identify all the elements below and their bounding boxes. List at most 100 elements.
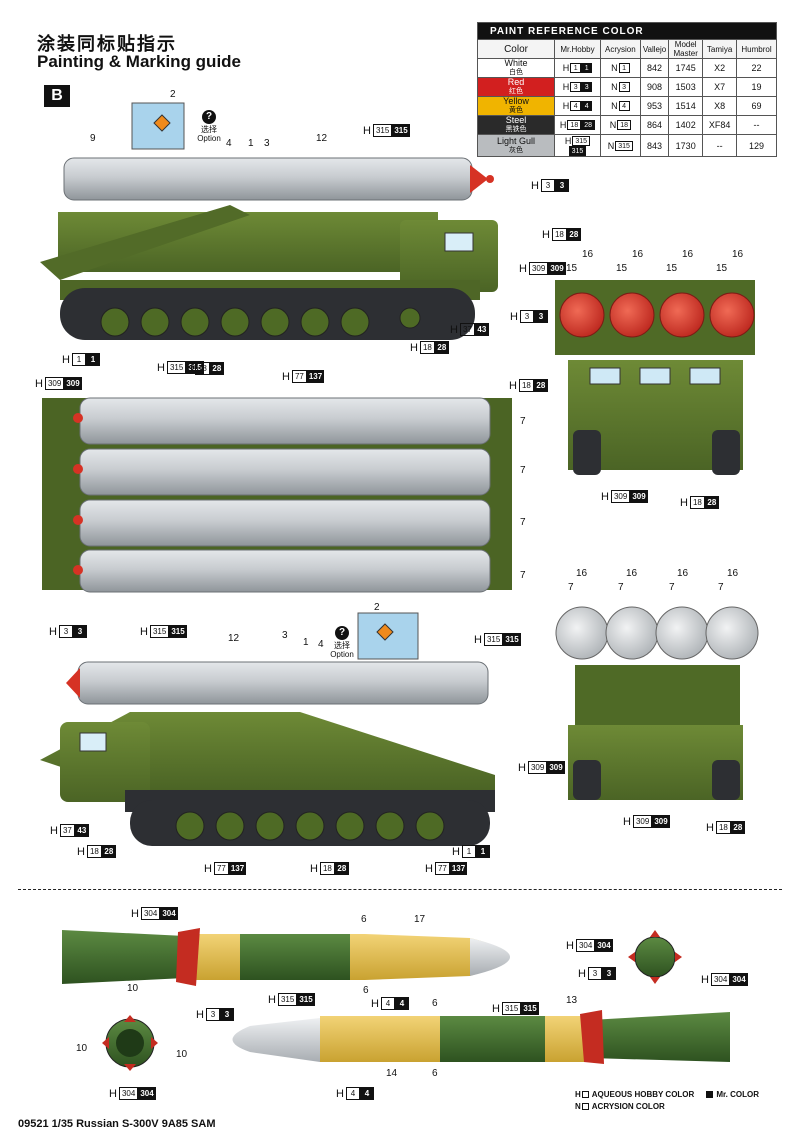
callout-code-dark: 309 xyxy=(547,761,565,774)
humbrol-code: 129 xyxy=(736,133,777,158)
callout-letter: H xyxy=(363,124,371,137)
callout-code-dark: 3 xyxy=(601,967,616,980)
callout-code: 304 xyxy=(575,939,596,952)
callout-code: 315 xyxy=(372,124,393,137)
part-number-label: 14 xyxy=(386,1068,398,1079)
callout-letter: H xyxy=(131,907,139,920)
callout-code-dark: 3 xyxy=(219,1008,234,1021)
legend-acrysion-square-icon xyxy=(581,1103,589,1110)
callout-code-dark: 137 xyxy=(228,862,247,875)
callout-code-dark: 309 xyxy=(64,377,82,390)
callout-code: 37 xyxy=(59,824,75,837)
callout-code-dark: 3 xyxy=(554,179,569,192)
callout-code: 315 xyxy=(501,1002,522,1015)
callout-code: 18 xyxy=(86,845,102,858)
part-number-label: 7 xyxy=(718,582,724,593)
callout-letter: H xyxy=(531,179,539,192)
callout-letter: H xyxy=(566,939,574,952)
callout-code-dark: 28 xyxy=(730,821,745,834)
part-number-label: 16 xyxy=(727,568,739,579)
callout-letter: H xyxy=(680,496,688,509)
callout-code: 3 xyxy=(587,967,602,980)
callout-letter: H xyxy=(706,821,714,834)
callout-code: 3 xyxy=(519,310,534,323)
tamiya-code: -- xyxy=(702,133,738,158)
callout-code-dark: 43 xyxy=(474,323,489,336)
part-number-label: 16 xyxy=(682,249,694,260)
vallejo-code: 953 xyxy=(639,96,670,116)
callout-letter: H xyxy=(196,1008,204,1021)
part-number-label: 17 xyxy=(414,914,426,925)
callout-letter: H xyxy=(452,845,460,858)
callout-letter: H xyxy=(578,967,586,980)
callout-code: 37 xyxy=(459,323,475,336)
part-number-label: 10 xyxy=(127,983,139,994)
missile-tube xyxy=(63,157,473,201)
missile-upper xyxy=(62,928,682,986)
part-number-label: 12 xyxy=(316,133,328,144)
callout-letter: H xyxy=(282,370,290,383)
legend-hobby-square-icon xyxy=(581,1091,589,1098)
part-number-label: 2 xyxy=(374,602,380,613)
callout-letter: H xyxy=(474,633,482,646)
callout-code-dark: 1 xyxy=(85,353,100,366)
erector-arm xyxy=(40,205,250,280)
callout-code: 77 xyxy=(434,862,450,875)
hazard-decal-icon xyxy=(153,114,171,132)
callout-code-dark: 28 xyxy=(334,862,349,875)
option-icon: ? xyxy=(202,110,216,124)
callout-code: 304 xyxy=(710,973,731,986)
callout-code-dark: 28 xyxy=(101,845,116,858)
callout-code-dark: 4 xyxy=(359,1087,374,1100)
part-number-label: 10 xyxy=(76,1043,88,1054)
vallejo-code: 843 xyxy=(639,133,670,158)
legend-h-letter: H xyxy=(575,1090,581,1099)
part-number-label: 4 xyxy=(226,138,232,149)
callout-code-dark: 137 xyxy=(306,370,325,383)
callout-code: 4 xyxy=(380,997,395,1010)
callout-letter: H xyxy=(77,845,85,858)
part-number-label: 7 xyxy=(618,582,624,593)
callout-letter: H xyxy=(623,815,631,828)
callout-code: 309 xyxy=(528,262,549,275)
top-view xyxy=(42,397,512,593)
callout-code: 18 xyxy=(194,362,210,375)
part-number-label: 16 xyxy=(576,568,588,579)
part-number-label: 7 xyxy=(669,582,675,593)
part-number-label: 16 xyxy=(582,249,594,260)
callout-code-dark: 309 xyxy=(630,490,648,503)
callout-letter: H xyxy=(371,997,379,1010)
callout-code-dark: 28 xyxy=(209,362,224,375)
callout-code-dark: 309 xyxy=(652,815,670,828)
callout-letter: H xyxy=(336,1087,344,1100)
callout-code-dark: 304 xyxy=(730,973,748,986)
callout-code-dark: 315 xyxy=(297,993,315,1006)
callout-code-dark: 3 xyxy=(533,310,548,323)
callout-code-dark: 315 xyxy=(521,1002,539,1015)
